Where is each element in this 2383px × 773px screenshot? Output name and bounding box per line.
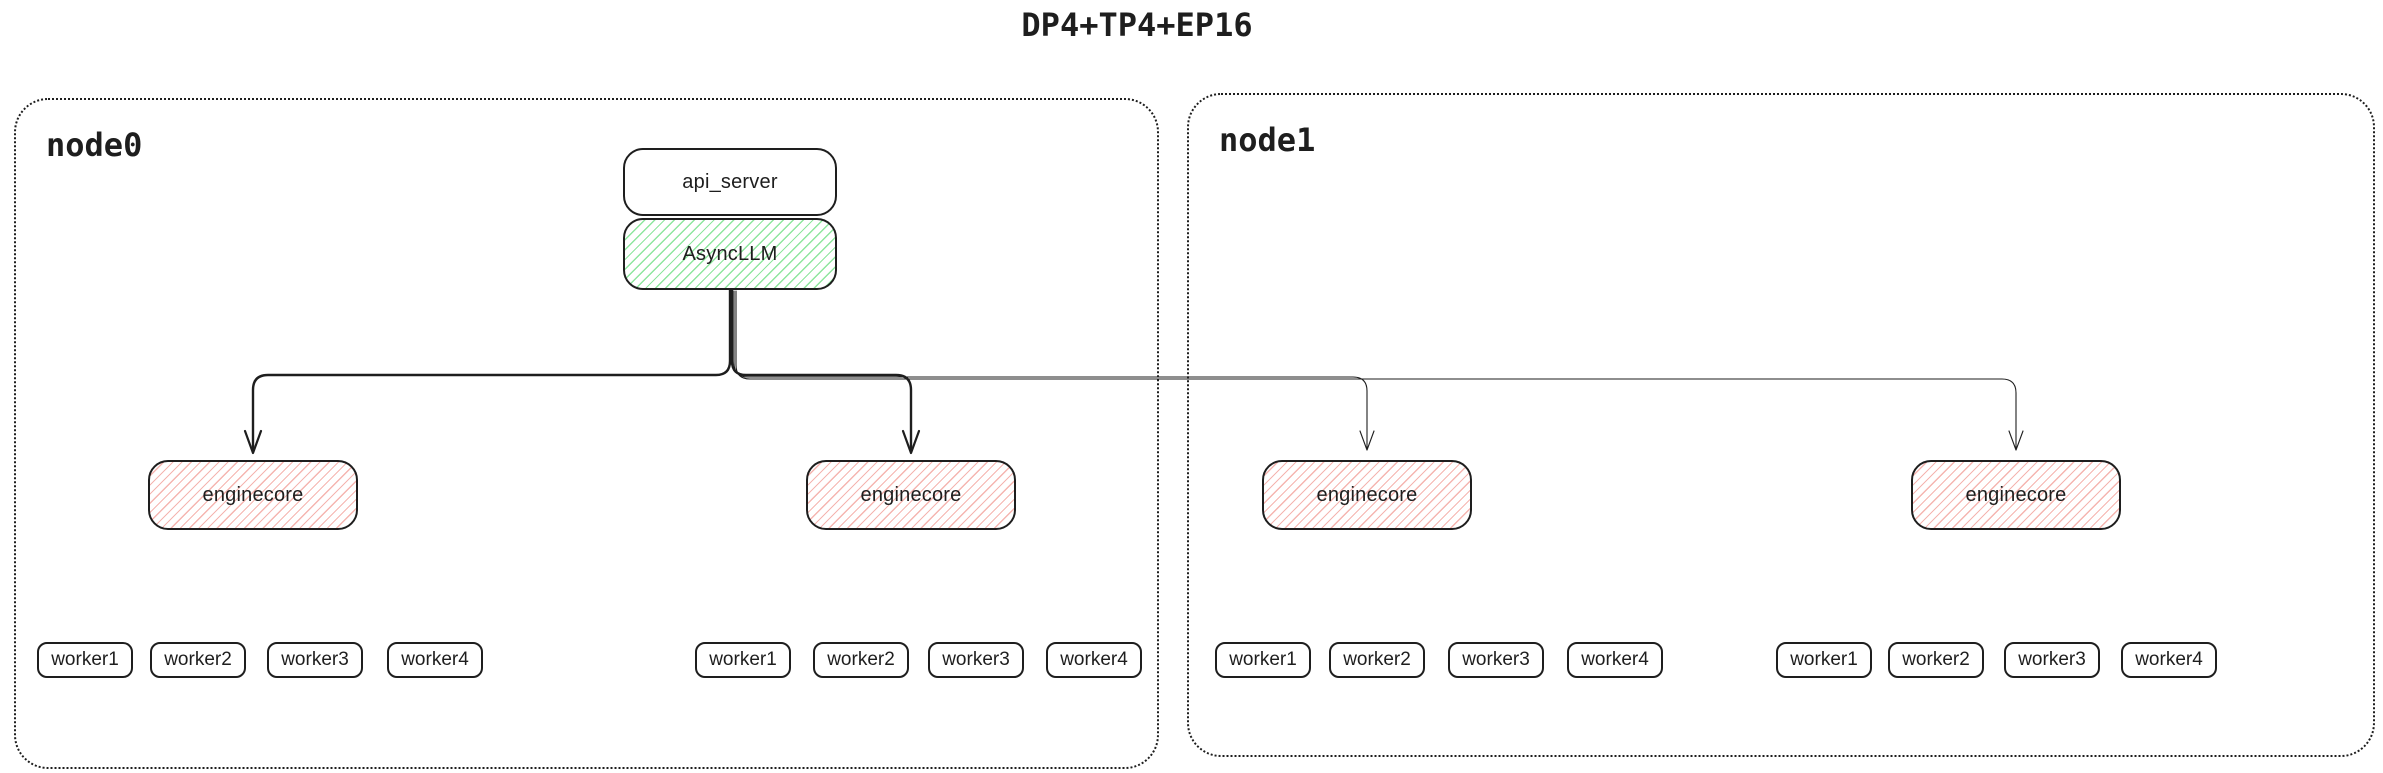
worker-box: worker1 — [1776, 642, 1872, 678]
api-server-box: api_server — [623, 148, 837, 216]
worker-box: worker4 — [1567, 642, 1663, 678]
worker-box: worker1 — [37, 642, 133, 678]
enginecore-box-node0-2: enginecore — [806, 460, 1016, 530]
worker-box: worker2 — [813, 642, 909, 678]
worker-box: worker3 — [267, 642, 363, 678]
worker-box: worker4 — [1046, 642, 1142, 678]
worker-box: worker4 — [2121, 642, 2217, 678]
diagram-title: DP4+TP4+EP16 — [1021, 6, 1253, 44]
worker-box: worker3 — [1448, 642, 1544, 678]
node1-label: node1 — [1219, 121, 1316, 159]
worker-box: worker2 — [1888, 642, 1984, 678]
worker-box: worker3 — [928, 642, 1024, 678]
worker-box: worker3 — [2004, 642, 2100, 678]
enginecore-box-node1-2: enginecore — [1911, 460, 2121, 530]
worker-box: worker2 — [150, 642, 246, 678]
asyncllm-box: AsyncLLM — [623, 218, 837, 290]
worker-box: worker4 — [387, 642, 483, 678]
enginecore-box-node1-1: enginecore — [1262, 460, 1472, 530]
enginecore-box-node0-1: enginecore — [148, 460, 358, 530]
node0-label: node0 — [46, 126, 143, 164]
worker-box: worker1 — [695, 642, 791, 678]
worker-box: worker2 — [1329, 642, 1425, 678]
worker-box: worker1 — [1215, 642, 1311, 678]
